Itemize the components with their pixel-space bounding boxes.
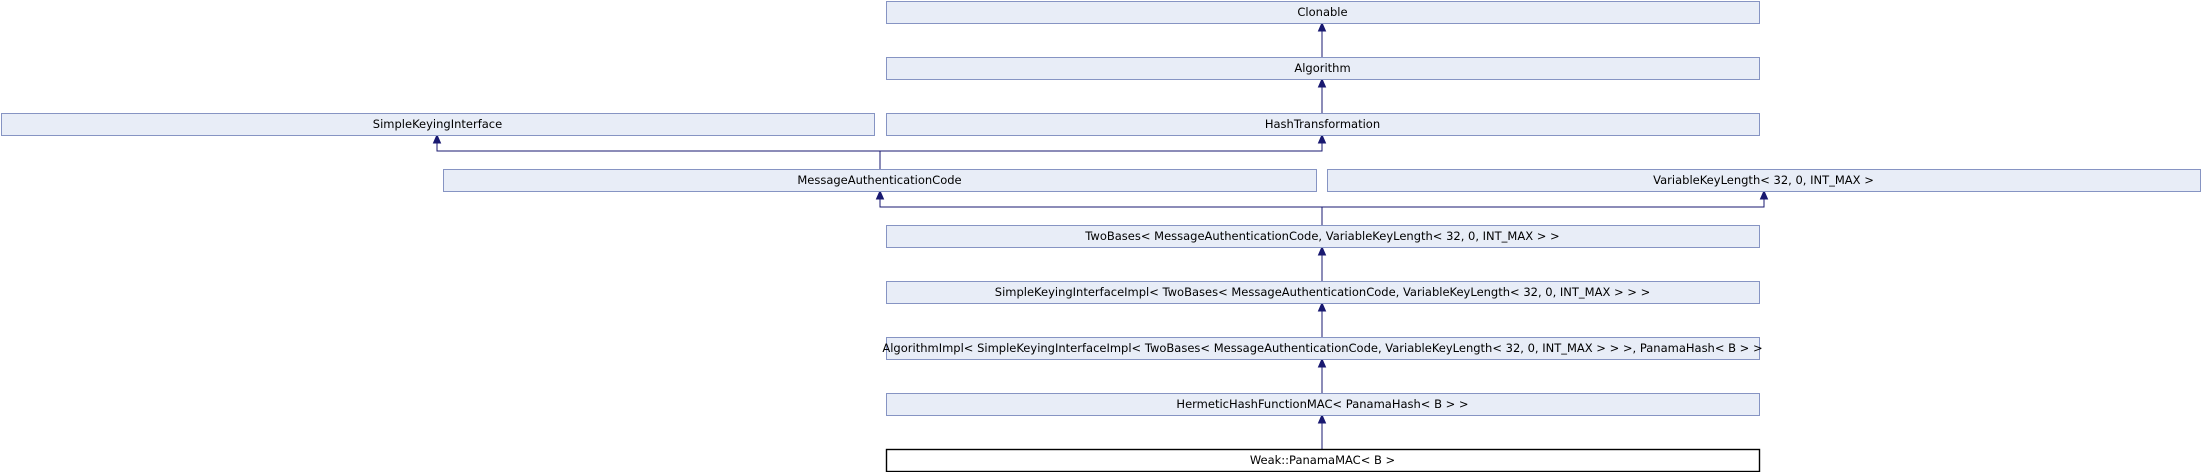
class-node-box: [443, 169, 1317, 192]
edge-line: [1321, 198, 1765, 225]
class-node-box: [886, 57, 1760, 80]
arrowhead-icon: [875, 189, 885, 200]
class-node-algorithm[interactable]: Algorithm: [886, 57, 1760, 80]
edge-two-bases-to-message-authentication-code: [875, 189, 1323, 225]
class-node-box: [886, 393, 1760, 416]
edge-hermetic-hash-function-mac-to-algorithm-impl: [1317, 357, 1327, 393]
edge-algorithm-to-clonable: [1317, 21, 1327, 57]
class-node-hermetic-hash-function-mac[interactable]: HermeticHashFunctionMAC< PanamaHash< B >…: [886, 393, 1760, 416]
edge-simple-keying-interface-impl-to-two-bases: [1317, 245, 1327, 281]
edge-line: [879, 142, 1323, 169]
class-node-hash-transformation[interactable]: HashTransformation: [886, 113, 1760, 136]
class-node-variable-key-length[interactable]: VariableKeyLength< 32, 0, INT_MAX >: [1327, 169, 2201, 192]
edge-line: [879, 198, 1323, 225]
arrowhead-icon: [1317, 301, 1327, 312]
arrowhead-icon: [1317, 357, 1327, 368]
class-node-algorithm-impl[interactable]: AlgorithmImpl< SimpleKeyingInterfaceImpl…: [882, 337, 1763, 360]
class-node-box: [886, 113, 1760, 136]
class-node-two-bases[interactable]: TwoBases< MessageAuthenticationCode, Var…: [886, 225, 1760, 248]
class-node-label: MessageAuthenticationCode: [797, 173, 961, 187]
class-node-box: [886, 225, 1760, 248]
arrowhead-icon: [1317, 245, 1327, 256]
class-node-label: TwoBases< MessageAuthenticationCode, Var…: [1084, 229, 1559, 243]
class-node-panama-mac: Weak::PanamaMAC< B >: [885, 448, 1761, 472]
edge-line: [436, 142, 881, 169]
class-node-simple-keying-interface[interactable]: SimpleKeyingInterface: [1, 113, 875, 136]
class-node-label: AlgorithmImpl< SimpleKeyingInterfaceImpl…: [882, 341, 1762, 355]
edge-message-authentication-code-to-hash-transformation: [879, 133, 1327, 169]
class-node-message-authentication-code[interactable]: MessageAuthenticationCode: [443, 169, 1317, 192]
arrowhead-icon: [1317, 21, 1327, 32]
arrowhead-icon: [1317, 133, 1327, 144]
edge-panama-mac-to-hermetic-hash-function-mac: [1317, 413, 1327, 449]
arrowhead-icon: [1317, 77, 1327, 88]
class-node-box: [886, 337, 1760, 360]
class-node-label: Clonable: [1297, 5, 1347, 19]
class-node-label: SimpleKeyingInterface: [373, 117, 502, 131]
edge-two-bases-to-variable-key-length: [1321, 189, 1769, 225]
class-node-label: Algorithm: [1294, 61, 1350, 75]
class-node-box: [886, 1, 1760, 24]
class-node-label: HermeticHashFunctionMAC< PanamaHash< B >…: [1176, 397, 1468, 411]
class-node-label: VariableKeyLength< 32, 0, INT_MAX >: [1653, 173, 1874, 187]
class-node-box: [886, 281, 1760, 304]
class-node-label: SimpleKeyingInterfaceImpl< TwoBases< Mes…: [995, 285, 1650, 299]
edges-layer: [432, 21, 1769, 449]
class-node-label: Weak::PanamaMAC< B >: [1250, 453, 1395, 467]
class-node-box: [1, 113, 875, 136]
edge-algorithm-impl-to-simple-keying-interface-impl: [1317, 301, 1327, 337]
edge-message-authentication-code-to-simple-keying-interface: [432, 133, 881, 169]
arrowhead-icon: [1759, 189, 1769, 200]
class-node-clonable[interactable]: Clonable: [886, 1, 1760, 24]
class-node-label: HashTransformation: [1265, 117, 1380, 131]
arrowhead-icon: [1317, 413, 1327, 424]
class-node-box: [1327, 169, 2201, 192]
arrowhead-icon: [432, 133, 442, 144]
edge-hash-transformation-to-algorithm: [1317, 77, 1327, 113]
class-node-simple-keying-interface-impl[interactable]: SimpleKeyingInterfaceImpl< TwoBases< Mes…: [886, 281, 1760, 304]
